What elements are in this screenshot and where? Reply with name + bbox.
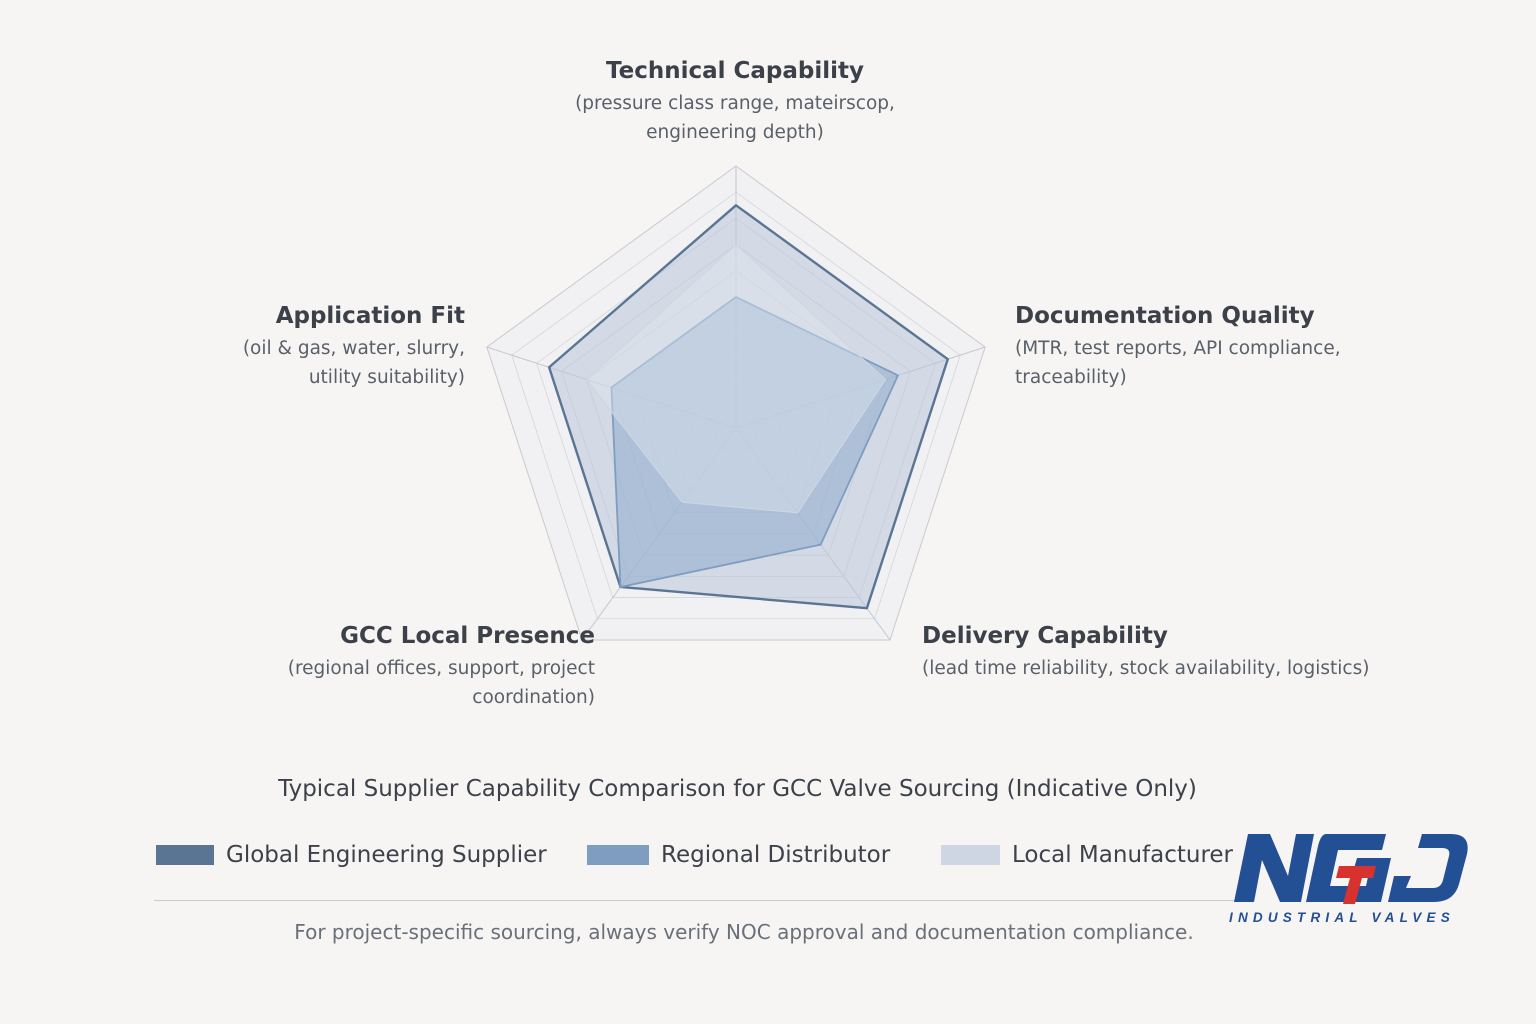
- axis-description: (MTR, test reports, API compliance,trace…: [1015, 338, 1341, 388]
- radar-chart: [486, 165, 986, 641]
- axis-title: Delivery Capability: [922, 623, 1168, 649]
- radar-series: [547, 204, 950, 610]
- legend-item-local-manufacturer: Local Manufacturer: [941, 838, 1233, 872]
- axis-title: Documentation Quality: [1015, 303, 1315, 329]
- legend-label: Regional Distributor: [661, 842, 891, 868]
- axis-title: Application Fit: [275, 303, 465, 329]
- axis-label-delivery-capability: Delivery Capability (lead time reliabili…: [922, 621, 1392, 683]
- logo-tagline: INDUSTRIAL VALVES: [1229, 910, 1455, 925]
- legend-label: Local Manufacturer: [1012, 842, 1234, 868]
- axis-description: (lead time reliability, stock availabili…: [922, 658, 1370, 679]
- logo-letter-g: [1306, 834, 1391, 902]
- legend-swatch: [156, 845, 214, 865]
- legend-label: Global Engineering Supplier: [226, 842, 547, 868]
- axis-label-technical-capability: Technical Capability (pressure class ran…: [535, 56, 935, 147]
- legend-swatch: [941, 845, 1000, 865]
- legend-item-global-engineering-supplier: Global Engineering Supplier: [156, 838, 547, 872]
- legend-swatch: [587, 845, 649, 865]
- radar-series-2: [585, 244, 887, 514]
- axis-label-gcc-local-presence: GCC Local Presence (regional offices, su…: [195, 621, 595, 712]
- divider: [154, 900, 1254, 901]
- logo-letter-d: [1388, 834, 1468, 902]
- radar-series-1: [610, 296, 899, 588]
- axis-label-application-fit: Application Fit (oil & gas, water, slurr…: [150, 301, 465, 392]
- logo-accent-t: [1336, 866, 1376, 904]
- footnote: For project-specific sourcing, always ve…: [294, 920, 1194, 944]
- radar-grid-ring: [511, 191, 961, 620]
- ngd-logo-mark: INDUSTRIAL VALVES: [1229, 834, 1468, 925]
- chart-title: Typical Supplier Capability Comparison f…: [278, 776, 1197, 802]
- legend-item-regional-distributor: Regional Distributor: [587, 838, 890, 872]
- axis-description: (pressure class range, mateirscop,engine…: [575, 93, 895, 143]
- axis-description: (oil & gas, water, slurry,utility suitab…: [242, 338, 465, 388]
- axis-label-documentation-quality: Documentation Quality (MTR, test reports…: [1015, 301, 1395, 392]
- axis-title: GCC Local Presence: [340, 623, 595, 649]
- ngd-logo: INDUSTRIAL VALVES: [1226, 826, 1476, 928]
- axis-title: Technical Capability: [605, 58, 865, 84]
- logo-letter-n: [1234, 834, 1314, 902]
